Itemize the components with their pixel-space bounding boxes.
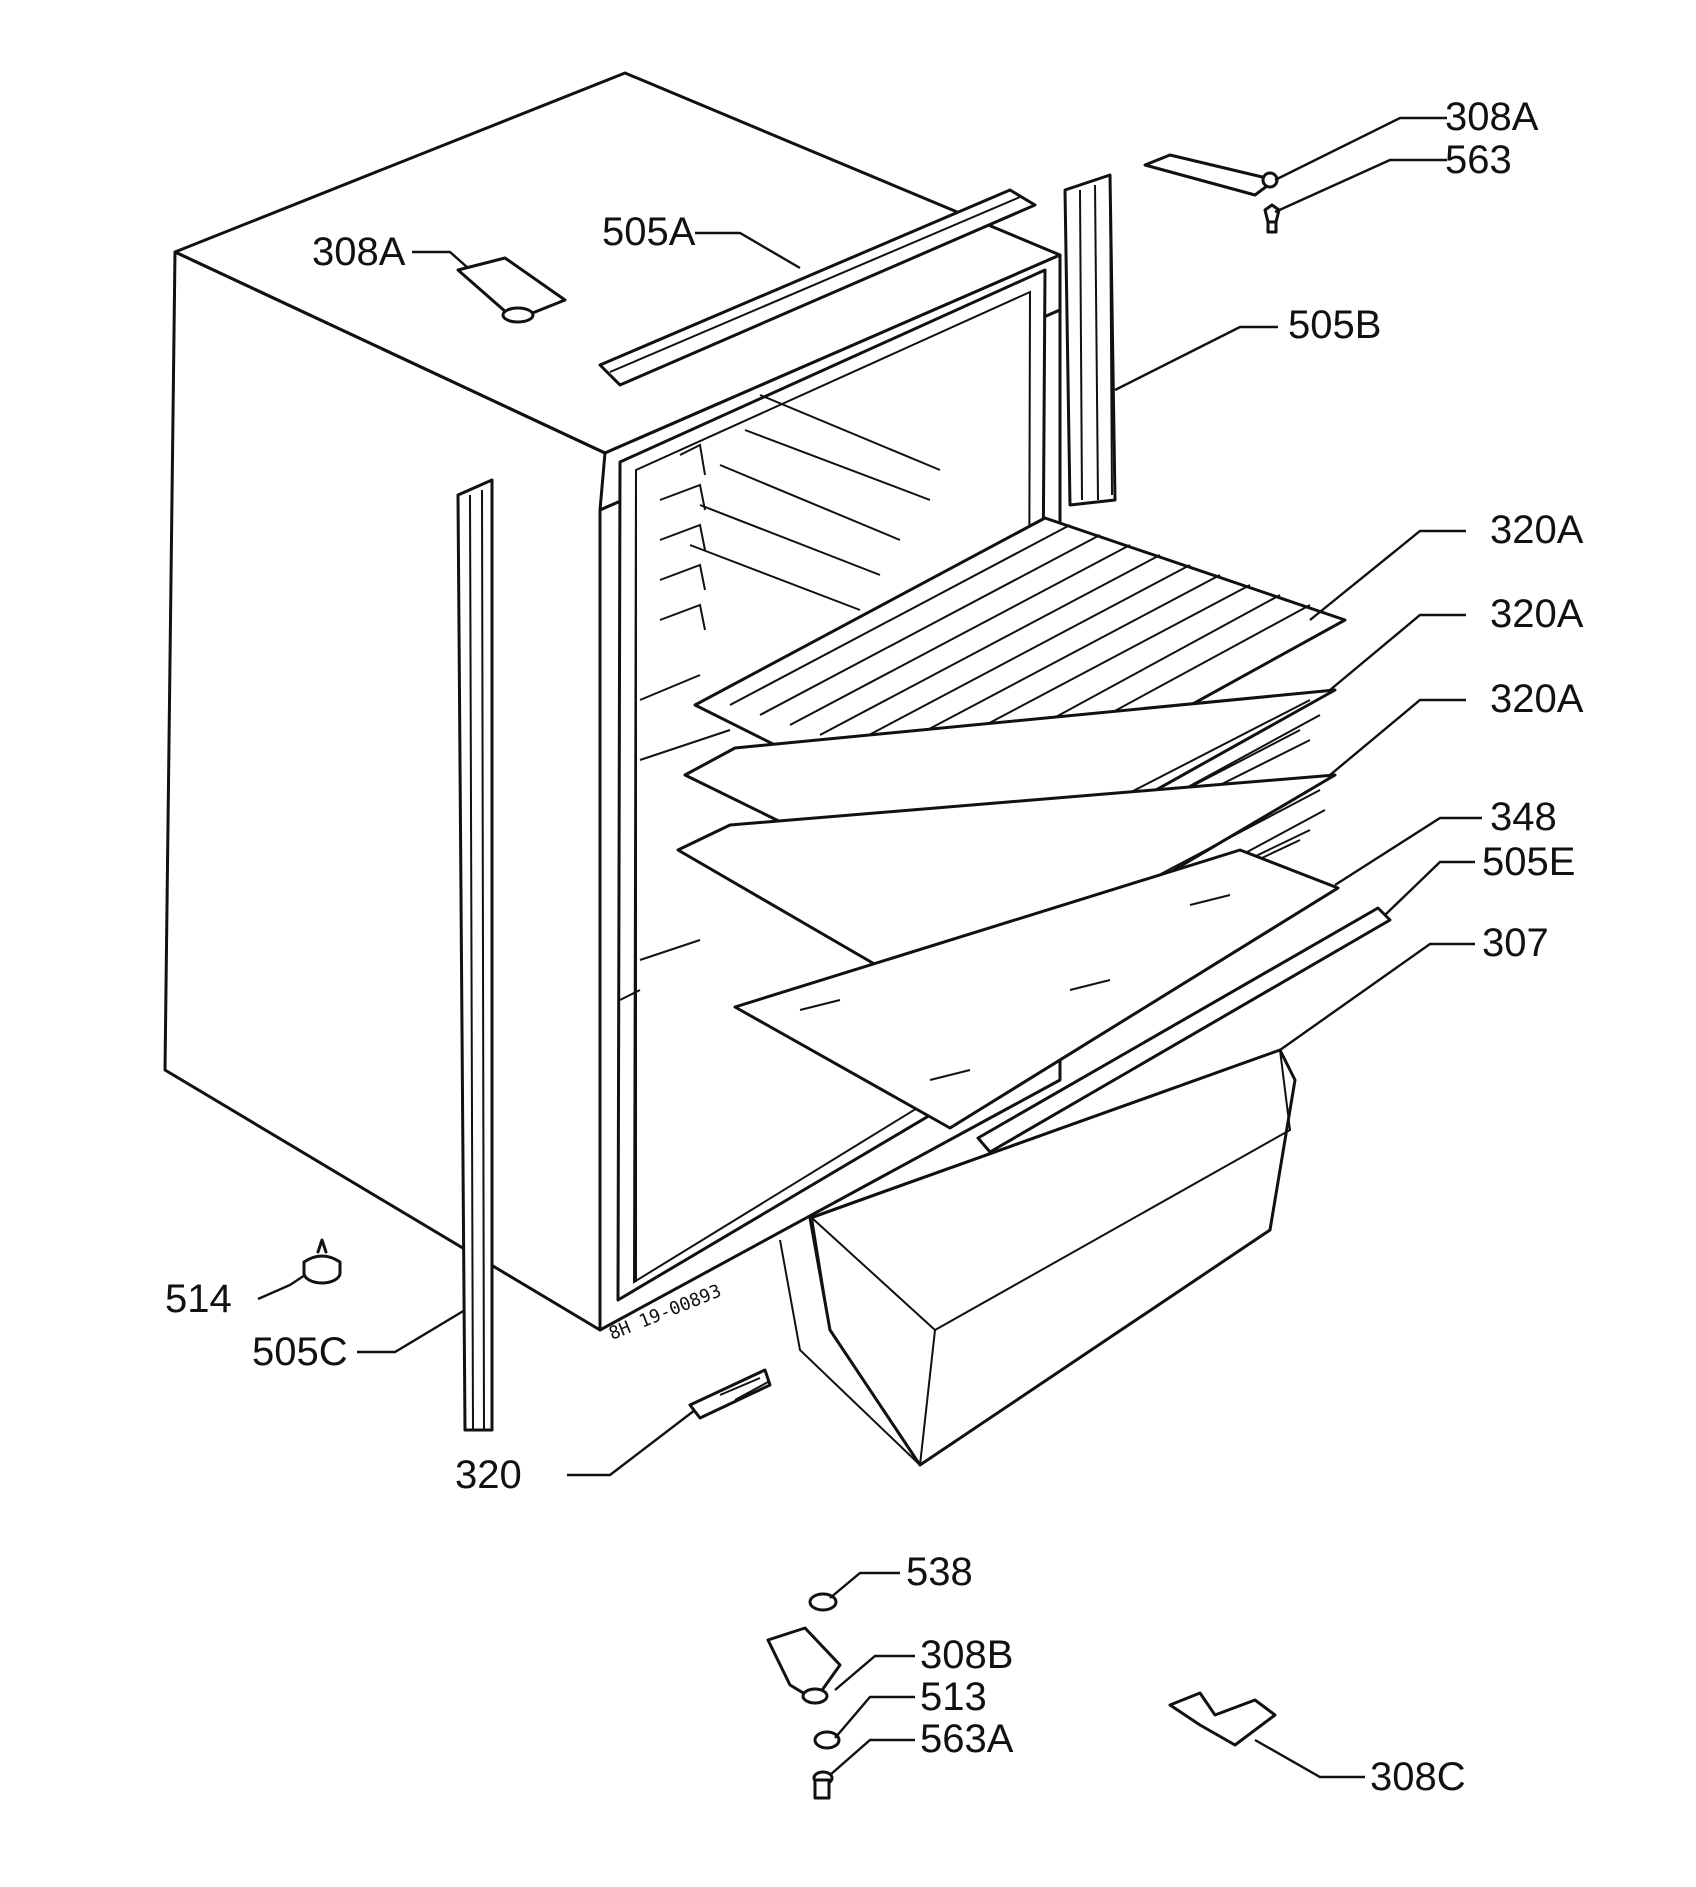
hinge-308A-top-right	[1143, 153, 1279, 197]
label-307: 307	[1482, 921, 1549, 965]
label-320A-3: 320A	[1490, 677, 1584, 721]
label-308A-top-left: 308A	[312, 230, 406, 274]
label-320A-2: 320A	[1490, 592, 1584, 636]
part-labels: 308A 563 308A 505A 505B 320A 320A 320A 3…	[165, 95, 1584, 1799]
seal-strip-505B	[1063, 173, 1117, 507]
bushing-513	[813, 1730, 841, 1750]
label-538: 538	[906, 1550, 973, 1594]
label-505A: 505A	[602, 210, 696, 254]
label-505E: 505E	[1482, 840, 1575, 884]
seal-strip-505A	[598, 188, 1037, 387]
label-514: 514	[165, 1277, 232, 1321]
label-308A-top-right: 308A	[1445, 95, 1539, 139]
hinge-308C	[1168, 1691, 1277, 1747]
label-308C: 308C	[1370, 1755, 1466, 1799]
label-563A: 563A	[920, 1717, 1014, 1761]
hinge-308A-top-left	[456, 256, 567, 324]
label-320: 320	[455, 1453, 522, 1497]
pin-563A	[812, 1770, 834, 1800]
label-563: 563	[1445, 138, 1512, 182]
label-348: 348	[1490, 795, 1557, 839]
pin-563	[1263, 203, 1281, 234]
leader-lines	[257, 116, 1482, 1779]
hinge-308B	[766, 1626, 842, 1705]
glass-plate-348	[733, 848, 1340, 1130]
seal-strip-505E	[976, 906, 1392, 1154]
label-320A-1: 320A	[1490, 508, 1584, 552]
shelf-runners	[659, 394, 941, 631]
label-505C: 505C	[252, 1330, 348, 1374]
label-308B: 308B	[920, 1633, 1013, 1677]
cap-538	[808, 1592, 838, 1612]
seal-strip-505C	[456, 478, 494, 1432]
shelf-support-320	[688, 1368, 772, 1420]
foot-514	[302, 1238, 342, 1285]
label-513: 513	[920, 1675, 987, 1719]
label-505B: 505B	[1288, 303, 1381, 347]
